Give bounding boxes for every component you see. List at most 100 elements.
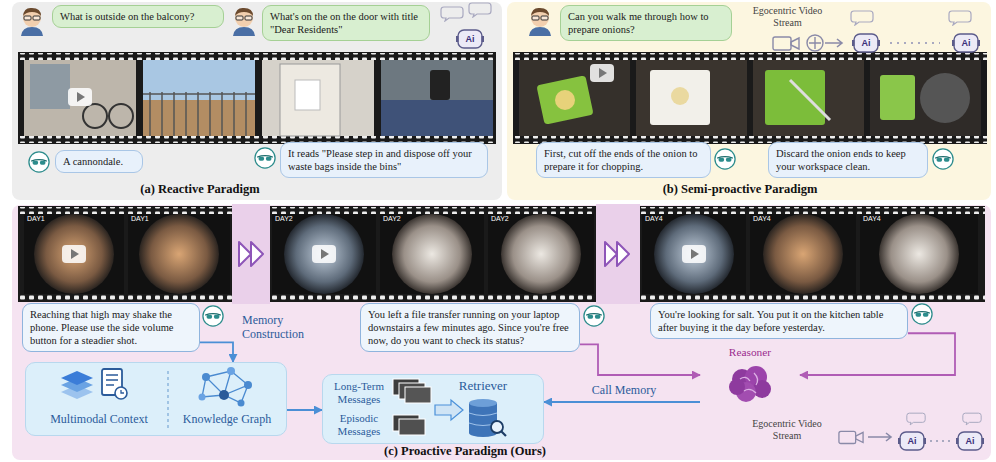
film-strip — [18, 207, 985, 214]
proactive-message-bubble: You're looking for salt. You put it on t… — [650, 303, 908, 339]
film-strip — [920, 73, 970, 123]
assistant-icon — [949, 11, 971, 25]
assistant-icon — [898, 432, 926, 450]
film-strip — [765, 70, 825, 125]
bubble-text: You left a file transfer running on your… — [368, 308, 572, 347]
film-strip — [34, 214, 114, 294]
assistant-icon — [773, 37, 799, 50]
assistant-badge: Ai — [456, 34, 484, 44]
fast-forward-icon — [605, 242, 629, 266]
assistant-reply-bubble: It reads "Please step in and dispose off… — [280, 142, 488, 178]
retriever-icons — [469, 399, 497, 407]
fast-forward-icon — [239, 242, 263, 266]
bubble-text: What is outside on the balcony? — [60, 10, 216, 23]
box-label: Reasoner — [700, 346, 800, 359]
film-strip — [870, 60, 981, 136]
film-strip — [682, 245, 706, 263]
day-stamp: DAY2 — [491, 215, 521, 223]
glasses-icon — [912, 304, 932, 324]
proactive-message-bubble: You left a file transfer running on your… — [360, 303, 580, 352]
film-strip — [642, 214, 746, 294]
film-strip — [18, 294, 985, 301]
film-strip — [671, 87, 689, 105]
fast-forward-icon — [596, 204, 640, 304]
fast-forward-icon — [232, 204, 640, 304]
edge-label: Memory Construction — [240, 314, 322, 342]
film-strip — [109, 104, 133, 128]
connector-arrow — [800, 333, 955, 375]
film-strip — [143, 92, 255, 136]
connector-arrow — [287, 409, 322, 411]
film-strip — [68, 88, 92, 106]
paradigm-panel: (c) Proactive Paradigm (Ours)Reaching th… — [12, 205, 991, 460]
assistant-reply-bubble: A cannondale. — [55, 150, 143, 173]
film-strip — [18, 53, 496, 60]
film-strip — [380, 214, 484, 294]
film-strip — [650, 70, 710, 125]
film-strip — [284, 214, 364, 294]
film-strip — [501, 214, 581, 294]
memory-icons — [244, 381, 252, 389]
user-question-bubble: What's on the on the door with title "De… — [262, 5, 430, 41]
film-strip — [62, 245, 86, 263]
assistant-icon — [825, 39, 842, 47]
glasses-icon — [203, 306, 223, 326]
film-strip — [280, 64, 340, 136]
glasses-icon — [255, 148, 275, 168]
assistant-badge: Ai — [952, 38, 980, 48]
fast-forward-icon — [232, 204, 270, 304]
film-strip — [555, 90, 575, 110]
user-avatar — [21, 8, 43, 36]
film-strip — [128, 214, 230, 294]
day-stamp: DAY4 — [645, 215, 675, 223]
box-label: Retriever — [443, 379, 523, 394]
assistant-icon — [469, 3, 491, 17]
film-strip — [272, 214, 376, 294]
assistant-icon — [839, 431, 863, 443]
assistant-reply-bubble: Discard the onion ends to keep your work… — [768, 142, 928, 178]
day-stamp: DAY4 — [863, 215, 893, 223]
assistant-icon — [852, 34, 880, 52]
assistant-reply-bubble: First, cut off the ends of the onion to … — [536, 142, 711, 178]
film-strip — [879, 214, 959, 294]
bubble-text: You're looking for salt. You put it on t… — [658, 308, 900, 334]
film-strip — [430, 70, 450, 100]
glasses-icon — [584, 306, 604, 326]
bubble-text: What's on the on the door with title "De… — [270, 10, 422, 36]
film-strip — [381, 100, 493, 136]
day-stamp: DAY1 — [27, 215, 57, 223]
day-stamp: DAY2 — [275, 215, 305, 223]
assistant-badge: Ai — [956, 436, 984, 446]
film-strip — [590, 64, 614, 82]
proactive-message-bubble: Reaching that high may shake the phone. … — [22, 303, 200, 352]
film-strip — [392, 214, 472, 294]
film-strip — [18, 52, 496, 144]
box-label: Knowledge Graph — [170, 413, 284, 427]
user-question-bubble: Can you walk me through how to prepare o… — [560, 5, 732, 41]
bubble-text: It reads "Please step in and dispose off… — [288, 147, 480, 173]
retriever-icons — [399, 419, 425, 435]
film-strip — [513, 52, 987, 144]
film-strip — [30, 64, 70, 109]
glasses-icon — [29, 152, 49, 172]
box-label: Episodic Messages — [326, 412, 392, 437]
memory-icons — [219, 390, 229, 400]
film-strip — [519, 60, 630, 136]
day-stamp: DAY2 — [383, 215, 413, 223]
film-strip — [790, 80, 830, 120]
film-strip — [750, 214, 856, 294]
connector-arrow — [580, 344, 700, 375]
assistant-icon — [441, 7, 463, 21]
glasses-icon — [933, 149, 953, 169]
assistant-icon — [868, 433, 891, 441]
bubble-text: First, cut off the ends of the onion to … — [544, 147, 703, 173]
bubble-text: Discard the onion ends to keep your work… — [776, 147, 920, 173]
assistant-icon — [851, 11, 873, 25]
box-label: Long-Term Messages — [326, 380, 392, 405]
stream-label: Egocentric Video Stream — [740, 5, 835, 28]
memory-icons — [199, 394, 206, 401]
connector-arrow — [200, 342, 233, 362]
brain-icon — [753, 380, 771, 398]
film-strip — [18, 206, 985, 302]
